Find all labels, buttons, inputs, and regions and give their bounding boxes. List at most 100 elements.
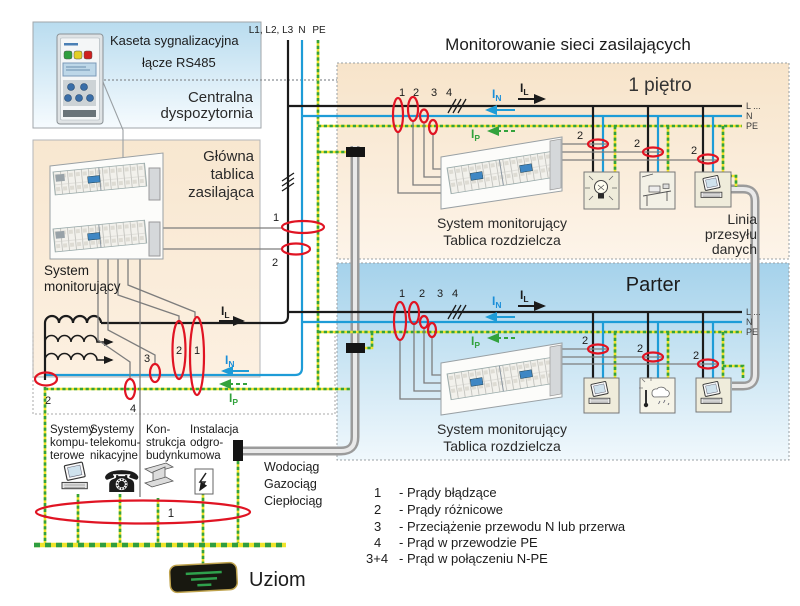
parter-branch-label-1: 2 <box>582 335 588 347</box>
sensor-num-left2: 2 <box>45 395 51 407</box>
parter-num-2: 2 <box>419 288 425 300</box>
floor1-panel-caption-1: System monitorujący <box>437 215 567 231</box>
data-line-label-2: przesyłu <box>705 226 757 242</box>
sys-computers-2: kompu- <box>50 437 89 449</box>
parter-ct-wires-left <box>399 323 441 400</box>
rs485-label: łącze RS485 <box>142 55 216 70</box>
sys-telecom-2: telekomu- <box>90 437 141 449</box>
sys-structure-1: Kon- <box>146 424 170 436</box>
bonding-clamp-floor1 <box>346 147 365 157</box>
feeder-label-n: N <box>298 25 305 36</box>
ip-label-floor1: IP <box>471 127 480 143</box>
legend-num-1: 1 <box>374 485 381 500</box>
sys-lightning-2: odgro- <box>190 437 223 449</box>
legend-num-3: 3 <box>374 519 381 534</box>
kaseta-label: Kaseta sygnalizacyjna <box>110 33 239 48</box>
earthing-drops <box>43 387 240 566</box>
pipe-tube <box>240 146 360 456</box>
parter-panel <box>440 342 563 416</box>
floor1-num-3: 3 <box>431 87 437 99</box>
floor1-branch-label-3: 2 <box>691 145 697 157</box>
in-label-parter: IN <box>492 294 501 310</box>
floor1-bus-label-n: N <box>746 111 753 121</box>
ct-sensors <box>33 95 720 525</box>
lightning-icon <box>194 468 214 495</box>
legend-desc-5: - Prąd w połączeniu N-PE <box>399 551 548 566</box>
parter-ct-wires-right <box>562 348 718 365</box>
in-label-floor1: IN <box>492 87 501 103</box>
floor1-loads <box>583 171 732 210</box>
main-board-title-3: zasilająca <box>188 184 255 201</box>
ip-label-main: IP <box>229 391 238 407</box>
sensor-num-right1: 1 <box>273 212 279 224</box>
ip-label-parter: IP <box>471 334 480 350</box>
parter-panel-caption-2: Tablica rozdzielcza <box>443 438 561 454</box>
sensor-num-b3: 3 <box>144 353 150 365</box>
floor1-branch-pe <box>613 126 725 172</box>
weather-icon <box>639 377 670 408</box>
data-line-label-1: Linia <box>727 211 757 227</box>
feeder-label-l123: L1, L2, L3 <box>249 25 294 36</box>
computer-systems-icon <box>61 461 88 490</box>
il-label-floor1: IL <box>520 81 529 97</box>
sensor-num-b4: 4 <box>130 403 136 415</box>
parter-loads <box>583 377 732 414</box>
feeder-l <box>101 40 290 325</box>
main-system-1: System <box>44 263 89 278</box>
sys-lightning-3: mowa <box>190 450 221 462</box>
loop-sensor-label: 1 <box>168 508 174 520</box>
computer-icon <box>588 380 611 404</box>
legend-desc-3: - Przeciążenie przewodu N lub przerwa <box>399 519 626 534</box>
bonding-clamp-pipes <box>233 440 243 461</box>
parter-name: Parter <box>626 274 681 296</box>
sensor-num-right2: 2 <box>272 257 278 269</box>
floor1-ct-wires-right <box>562 143 718 161</box>
sys-telecom-1: Systemy <box>90 424 134 436</box>
legend-desc-1: - Prądy błądzące <box>399 485 497 500</box>
transformer-coils <box>43 314 114 380</box>
floor1-ct-wires-left <box>397 120 441 194</box>
parter-bus-label-n: N <box>746 317 753 327</box>
sys-computers-3: terowe <box>50 450 85 462</box>
main-board-title-1: Główna <box>203 148 255 165</box>
data-conduit-tube <box>731 184 760 391</box>
legend-num-5: 3+4 <box>366 551 388 566</box>
parter-pe-bonds <box>365 332 745 378</box>
sys-computers-1: Systemy <box>50 424 94 436</box>
feeder-n <box>46 40 304 377</box>
sensor-num-b1: 1 <box>194 345 200 357</box>
floor1-branch-label-2: 2 <box>634 138 640 150</box>
parter-num-4: 4 <box>452 288 458 300</box>
device-panel-link <box>102 81 124 158</box>
floor1-num-1: 1 <box>399 87 405 99</box>
pipes-label-1: Wodociąg <box>264 460 319 474</box>
main-board-title-2: tablica <box>211 166 255 183</box>
pipes-label-2: Gazociąg <box>264 477 317 491</box>
wiring <box>34 40 745 566</box>
main-system-2: monitorujący <box>44 279 121 294</box>
legend-desc-4: - Prąd w przewodzie PE <box>399 535 538 550</box>
floor1-panel <box>440 136 563 210</box>
computer-icon <box>700 380 723 404</box>
legend-num-4: 4 <box>374 535 381 550</box>
floor1-branch-label-1: 2 <box>577 130 583 142</box>
floor1-name: 1 piętro <box>628 75 691 96</box>
parter-branch-pe <box>613 332 725 378</box>
sensor-num-b2: 2 <box>176 345 182 357</box>
earth-label: Uziom <box>249 569 306 591</box>
computer-icon <box>700 174 723 198</box>
legend-desc-2: - Prądy różnicowe <box>399 502 503 517</box>
data-line-label-3: danych <box>712 241 757 257</box>
floor1-bus-label-pe: PE <box>746 121 758 131</box>
sys-telecom-3: nikacyjne <box>90 450 138 462</box>
panel-bottom-wires <box>97 259 196 379</box>
bulb-icon <box>585 175 617 201</box>
bonding-clamp-parter <box>346 343 365 353</box>
parter-panel-caption-1: System monitorujący <box>437 421 567 437</box>
earth-electrode-icon <box>168 561 239 594</box>
in-label-main: IN <box>225 353 234 369</box>
parter-bus-label-l: L ... <box>746 307 761 317</box>
parter-bus-label-pe: PE <box>746 327 758 337</box>
parter-num-1: 1 <box>399 288 405 300</box>
main-panel <box>49 152 164 260</box>
